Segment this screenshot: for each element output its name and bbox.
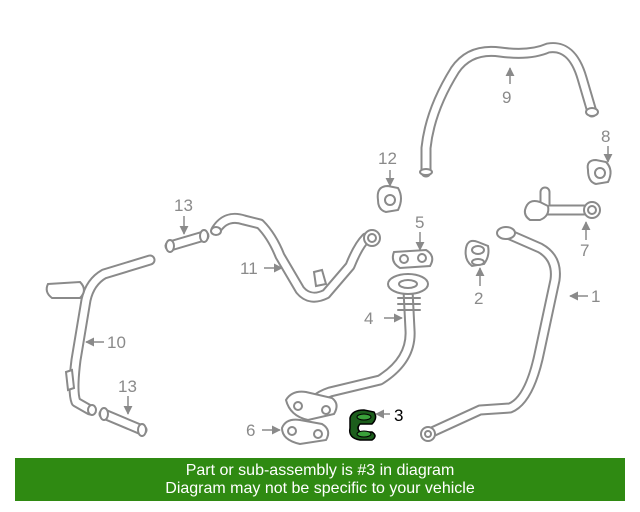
callout-3: 3 (394, 406, 403, 425)
part-4-pipe[interactable] (284, 273, 429, 422)
part-13-hose-lower[interactable] (98, 407, 148, 437)
part-3-clamp-highlighted[interactable] (348, 409, 377, 441)
callout-13-lower: 13 (118, 377, 137, 396)
callout-13-upper: 13 (174, 196, 193, 215)
callout-12: 12 (378, 149, 397, 168)
callout-2: 2 (474, 289, 483, 308)
banner-line-1: Part or sub-assembly is #3 in diagram (185, 461, 455, 479)
callout-9: 9 (502, 88, 511, 107)
callout-5: 5 (415, 213, 424, 232)
callout-8: 8 (601, 127, 610, 146)
part-12-clip[interactable] (376, 184, 402, 214)
callout-4: 4 (364, 309, 373, 328)
part-13-hose-upper[interactable] (164, 229, 210, 253)
part-11-pipe[interactable] (210, 212, 381, 303)
info-banner: Part or sub-assembly is #3 in diagram Di… (15, 458, 625, 501)
callout-10: 10 (107, 333, 126, 352)
callout-7: 7 (580, 241, 589, 260)
banner-line-2: Diagram may not be specific to your vehi… (165, 479, 475, 497)
part-1-pipe[interactable] (420, 226, 561, 442)
callout-leaders (85, 67, 613, 435)
callout-1: 1 (591, 287, 600, 306)
part-8-clamp[interactable] (586, 158, 612, 186)
callout-11: 11 (240, 259, 258, 278)
callout-labels: 9 8 12 7 5 2 1 4 3 6 11 13 10 13 (107, 88, 610, 440)
part-9-hose[interactable] (419, 42, 599, 178)
part-7-fitting[interactable] (523, 186, 601, 221)
part-5-gasket[interactable] (391, 248, 434, 270)
callout-6: 6 (246, 421, 255, 440)
part-6-gasket[interactable] (280, 418, 330, 446)
part-2-clip[interactable] (464, 239, 490, 268)
part-10-pipe[interactable] (45, 254, 156, 416)
